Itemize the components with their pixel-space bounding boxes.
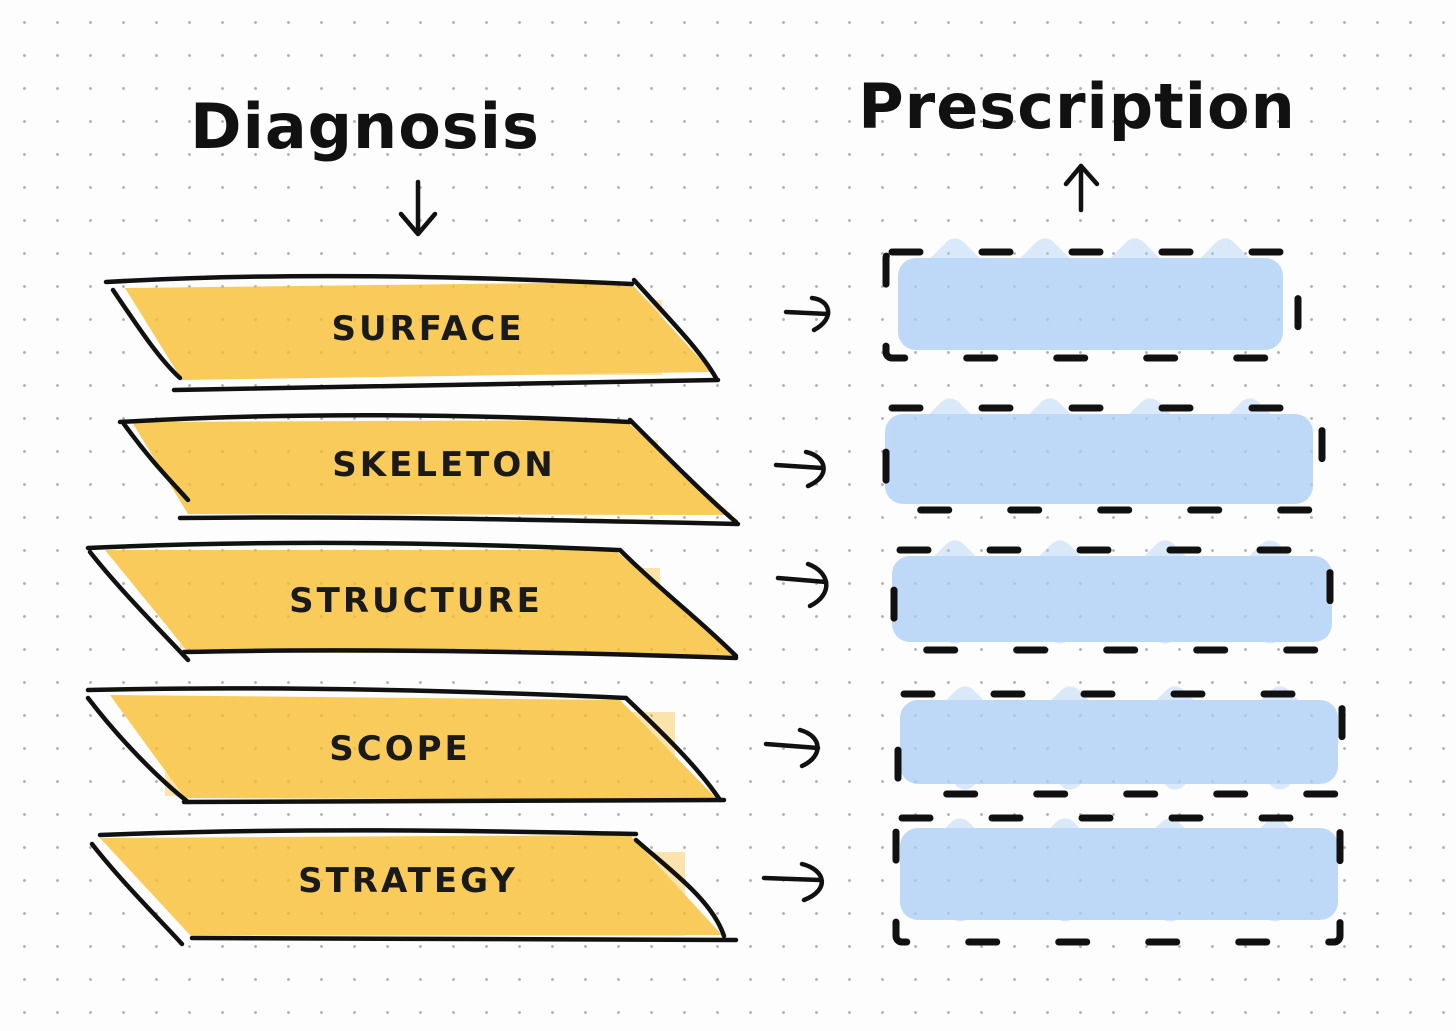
prescription-box-2 [882,398,1326,514]
prescription-fill [898,238,1283,350]
highlight-fill [110,695,718,800]
layer-label: STRUCTURE [289,581,543,621]
prescription-box-3 [890,540,1334,654]
prescription-box-1 [882,238,1302,362]
layer-skeleton: SKELETON [117,412,741,527]
highlight-fill [100,835,722,936]
prescription-fill [900,818,1338,922]
diagnosis-heading: Diagnosis [190,90,540,163]
highlight-fill [105,550,735,655]
layer-label: STRATEGY [298,861,518,901]
right-arrow-icon [773,449,826,489]
prescription-box-5 [892,814,1344,946]
layer-scope: SCOPE [85,686,727,805]
layer-label: SCOPE [329,729,471,769]
right-arrow-icon [783,295,831,333]
layer-label: SURFACE [331,309,524,349]
layer-surface: SURFACE [103,273,721,393]
layer-label: SKELETON [332,445,556,485]
layer-structure: STRUCTURE [85,540,739,663]
right-arrow-icon [763,727,821,769]
right-arrow-icon [775,561,829,609]
prescription-box-4 [894,686,1346,798]
up-arrow-icon [1063,163,1100,213]
right-arrow-icon [761,861,825,903]
highlight-fill [132,420,732,515]
prescription-fill [892,540,1332,644]
down-arrow-icon [398,179,438,237]
highlight-fill [125,282,712,380]
layer-strategy: STRATEGY [89,828,739,947]
prescription-fill [885,398,1313,504]
prescription-heading: Prescription [858,70,1296,143]
prescription-fill [900,686,1338,790]
